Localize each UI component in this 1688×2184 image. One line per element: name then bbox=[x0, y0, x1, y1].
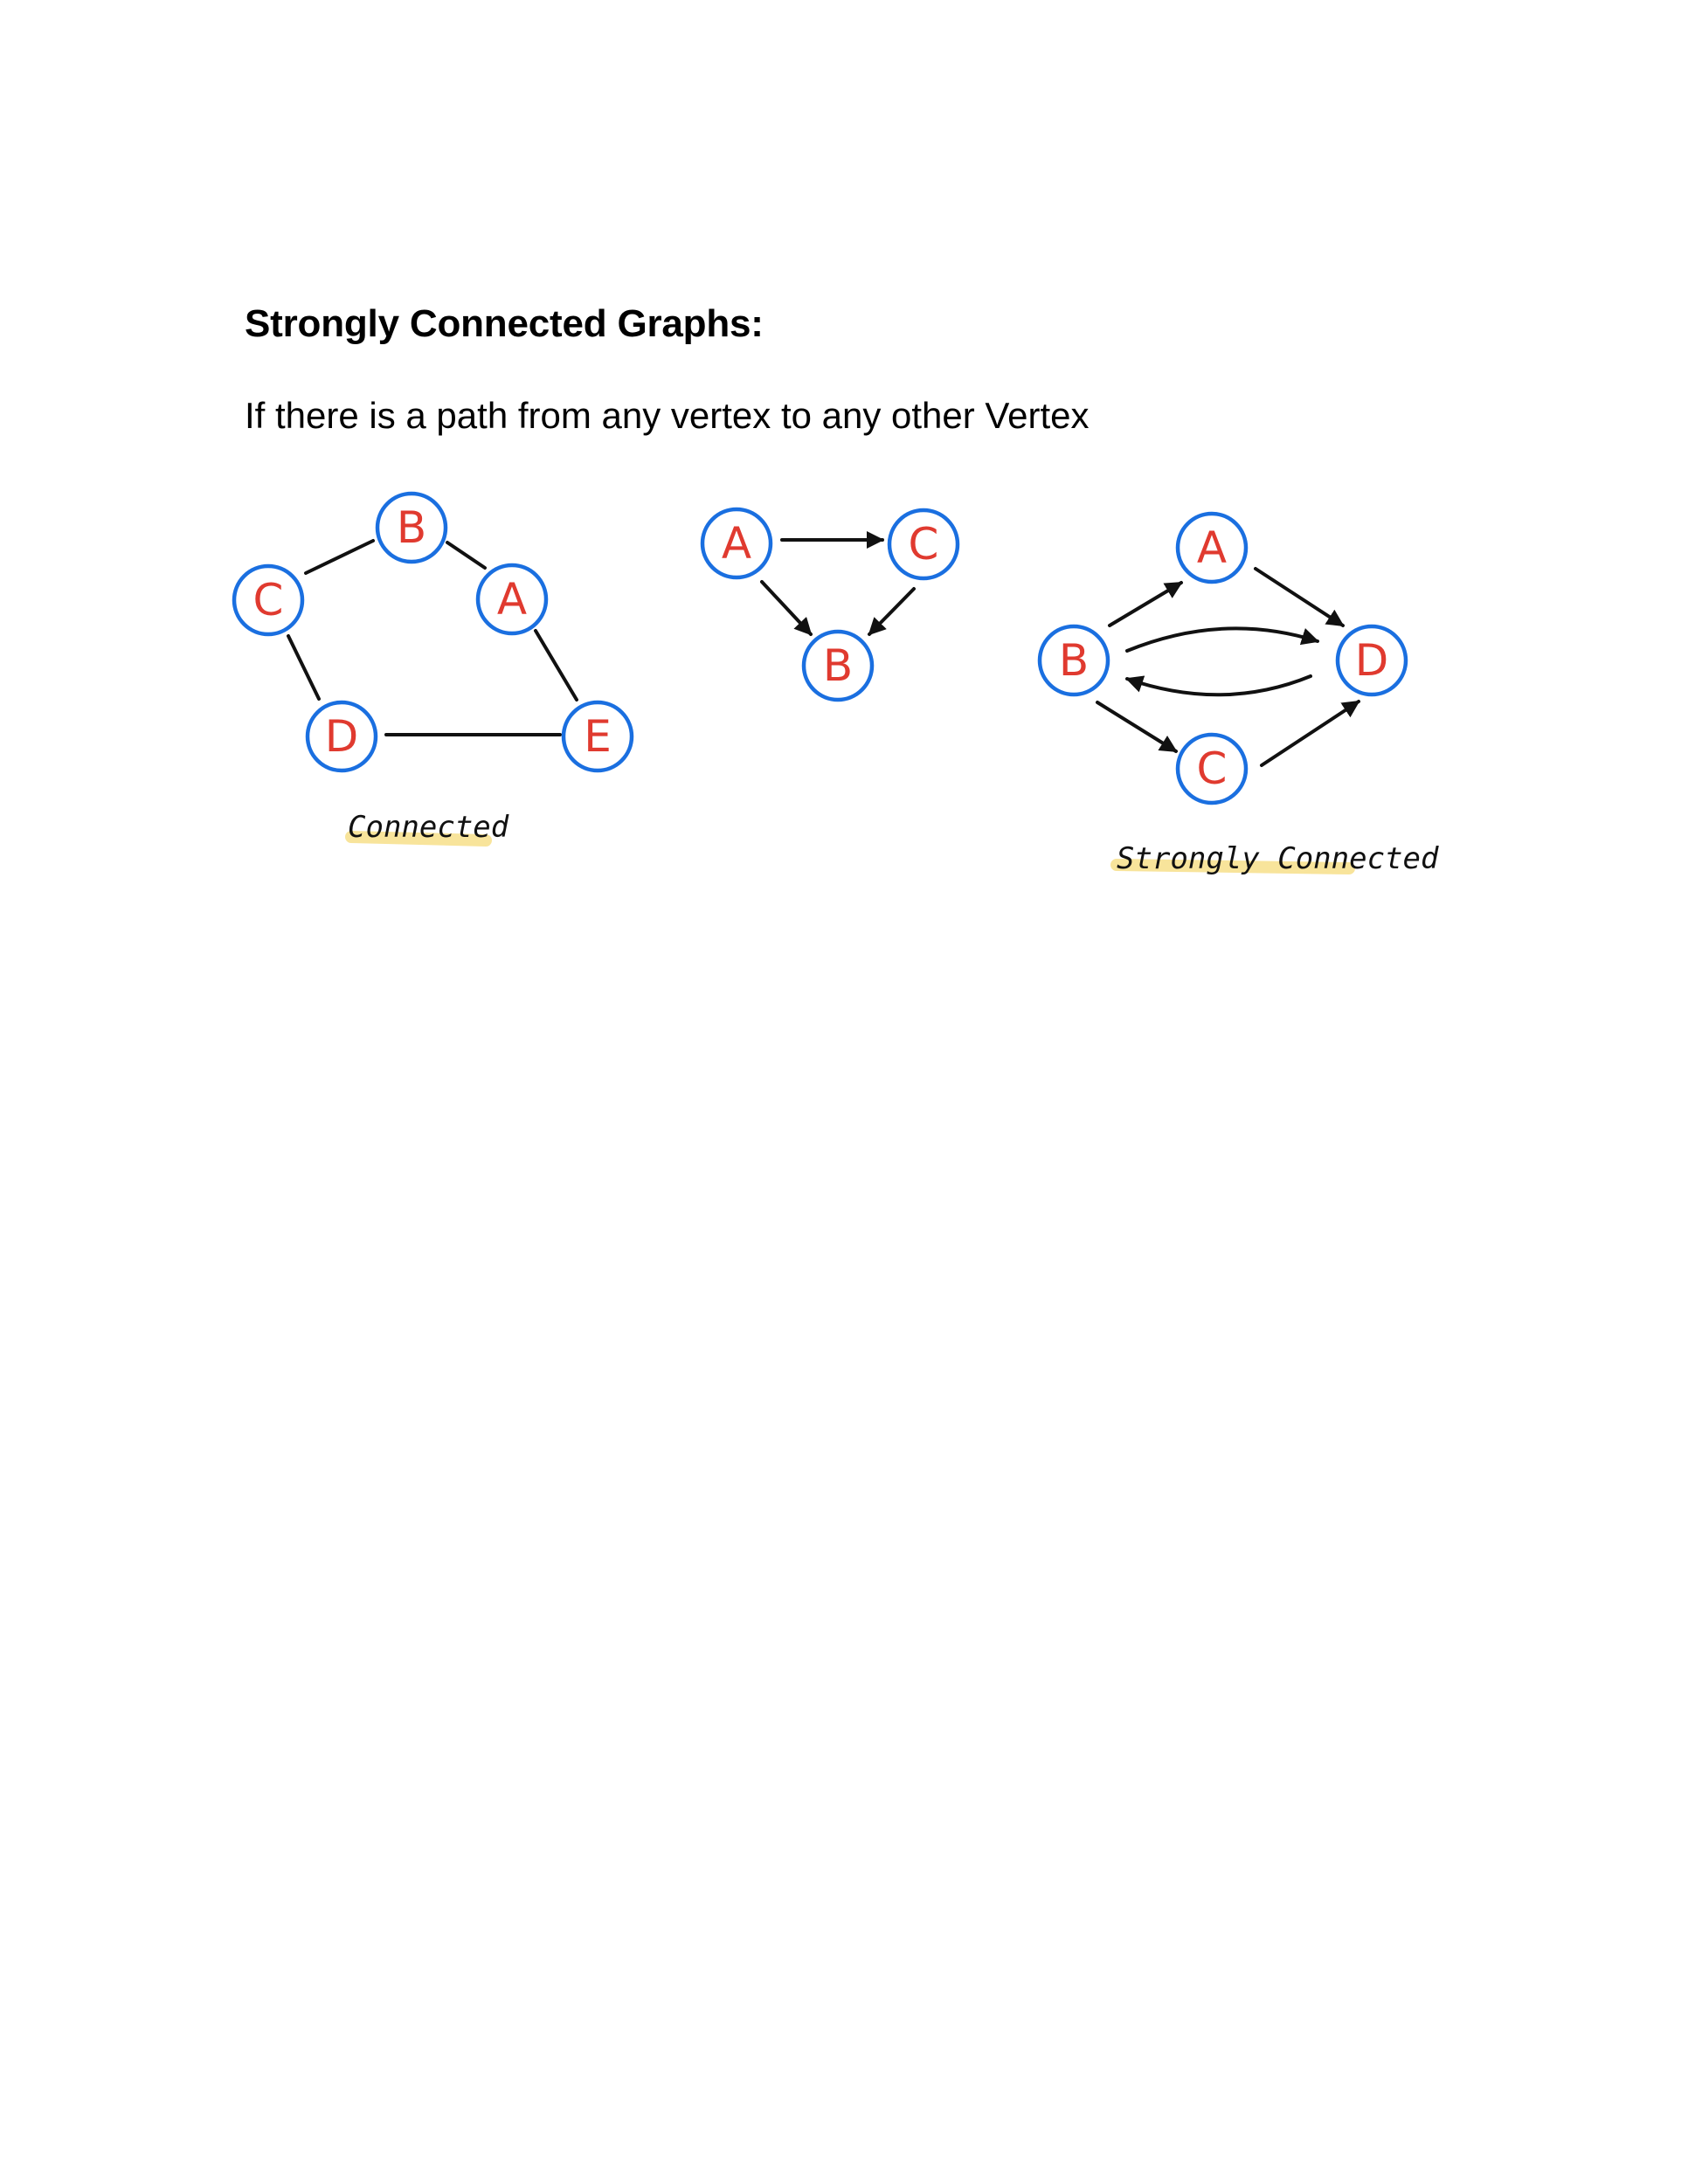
vertex-a: A bbox=[700, 507, 773, 580]
edge-c-d bbox=[287, 634, 321, 701]
vertex-label: D bbox=[325, 711, 359, 762]
vertex-label: B bbox=[397, 502, 426, 553]
vertex-label: E bbox=[584, 711, 612, 762]
vertex-c: C bbox=[887, 508, 960, 581]
caption-highlight bbox=[1110, 859, 1355, 874]
vertex-c: C bbox=[1175, 732, 1249, 805]
vertex-label: B bbox=[1059, 635, 1089, 686]
edge-c-b bbox=[304, 539, 375, 575]
vertex-label: A bbox=[1197, 522, 1227, 573]
caption-strongly-connected: Strongly Connected bbox=[1117, 841, 1439, 876]
edge-d-b-curve bbox=[1125, 674, 1312, 697]
vertex-label: C bbox=[253, 575, 284, 625]
vertex-label: C bbox=[909, 519, 939, 570]
vertex-a: A bbox=[475, 563, 549, 636]
vertex-b: B bbox=[1037, 624, 1110, 697]
edge-a-e bbox=[534, 629, 578, 702]
vertex-label: A bbox=[722, 518, 751, 569]
edge-b-d-curve bbox=[1125, 626, 1319, 653]
edge-b-a bbox=[446, 541, 487, 570]
caption-highlight bbox=[345, 831, 492, 847]
vertex-label: A bbox=[497, 574, 527, 625]
page-heading: Strongly Connected Graphs: bbox=[245, 302, 764, 345]
connected-graph: B C A D E Connected bbox=[232, 491, 634, 847]
caption-connected: Connected bbox=[348, 810, 509, 845]
vertex-d: D bbox=[305, 700, 378, 773]
vertex-a: A bbox=[1175, 511, 1249, 584]
edge-c-b bbox=[868, 587, 916, 636]
vertex-b: B bbox=[375, 491, 448, 564]
edge-c-d bbox=[1260, 700, 1360, 767]
vertex-label: B bbox=[823, 640, 853, 691]
vertex-d: D bbox=[1335, 624, 1408, 697]
definition-text: If there is a path from any vertex to an… bbox=[245, 395, 1090, 436]
edge-b-a bbox=[1108, 581, 1183, 627]
vertex-label: D bbox=[1355, 635, 1389, 686]
strongly-connected-graph: A B D C Strongly Connected bbox=[1037, 511, 1439, 876]
vertex-c: C bbox=[232, 563, 305, 637]
edge-b-c bbox=[1096, 701, 1178, 753]
edge-a-b bbox=[760, 580, 813, 636]
vertex-b: B bbox=[801, 629, 875, 702]
edge-a-d bbox=[1254, 567, 1345, 627]
directed-graph: A C B bbox=[700, 507, 960, 702]
vertex-e: E bbox=[561, 700, 634, 773]
vertex-label: C bbox=[1197, 743, 1228, 794]
